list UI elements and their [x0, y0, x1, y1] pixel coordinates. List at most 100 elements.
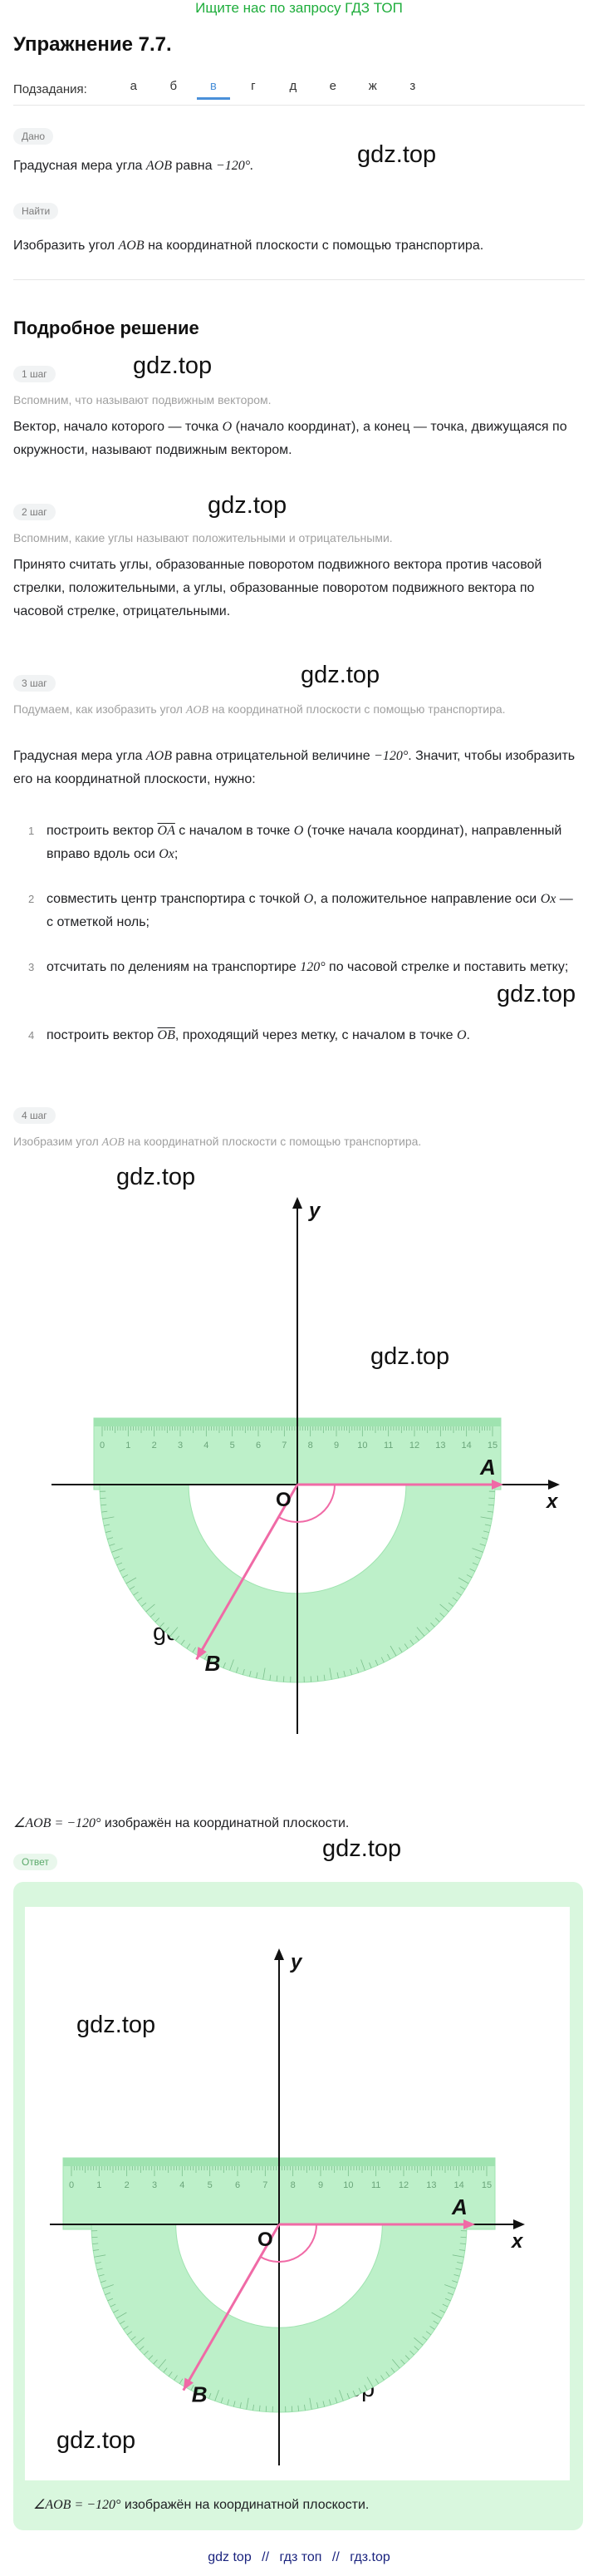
protractor-tick [390, 1645, 397, 1657]
protractor-tick [444, 2284, 456, 2289]
protractor-tick [434, 1618, 440, 1623]
ruler-tick-label: 7 [282, 1441, 287, 1451]
origin-label: O [276, 1489, 292, 1511]
protractor-tick [214, 2390, 219, 2401]
protractor-tick [110, 2303, 116, 2308]
protractor-tick [229, 1659, 234, 1671]
protractor-tick [104, 1524, 110, 1526]
protractor-tick [114, 1556, 120, 1559]
find-text: Изобразить угол AOB на координатной плос… [13, 239, 484, 253]
answer-chip: Ответ [13, 1854, 57, 1870]
tab-a[interactable]: а [130, 79, 137, 93]
protractor-tick [360, 1659, 365, 1671]
protractor-tick [102, 2284, 114, 2289]
ruler-tick-label: 8 [308, 1441, 313, 1451]
conclusion-text: ∠AOB = −120° изображён на координатной п… [13, 1816, 350, 1830]
tab-v[interactable]: в [194, 78, 233, 100]
protractor-tick [137, 1597, 143, 1602]
step3-list-item: 3 отсчитать по делениям на транспортире … [28, 960, 569, 974]
protractor-tick [366, 2377, 374, 2387]
ruler-tick-label: 9 [318, 2180, 323, 2190]
protractor-tick [339, 2390, 344, 2401]
protractor-tick [452, 2280, 458, 2283]
protractor-tick [472, 1562, 478, 1566]
protractor-tick [227, 2399, 230, 2406]
protractor-tick [139, 2346, 145, 2351]
protractor-tick [252, 2404, 254, 2411]
protractor-tick [409, 2350, 414, 2356]
subtasks-bar: Подзадания: а б в г д е ж з [13, 78, 433, 100]
footer-link[interactable]: gdz top [208, 2550, 252, 2564]
protractor-tick [269, 1674, 272, 1681]
protractor-tick [452, 2254, 464, 2258]
protractor-tick [144, 2350, 149, 2356]
x-axis-label: x [545, 1490, 559, 1513]
tab-zh[interactable]: ж [368, 79, 377, 93]
footer-link[interactable]: гдз.top [350, 2550, 390, 2564]
watermark: gdz.top [208, 492, 287, 519]
protractor-tick [414, 2346, 419, 2351]
ruler-tick-label: 13 [435, 1441, 445, 1451]
protractor-tick [129, 1586, 135, 1590]
protractor-tick [409, 1639, 414, 1645]
tab-d[interactable]: д [289, 79, 297, 93]
tab-g[interactable]: г [251, 79, 256, 93]
protractor-tick [456, 1591, 462, 1596]
ruler-tick-label: 12 [409, 1441, 419, 1451]
protractor-tick [126, 2331, 133, 2336]
ruler-tick-label: 1 [96, 2180, 101, 2190]
protractor-tick [328, 2399, 331, 2406]
protractor-tick [93, 2249, 100, 2251]
protractor-tick [107, 1537, 114, 1539]
protractor-tick [453, 2273, 460, 2277]
protractor-tick [123, 2326, 129, 2330]
watermark: gdz.top [357, 141, 437, 168]
footer-link[interactable]: гдз топ [279, 2550, 322, 2564]
tab-e[interactable]: е [329, 79, 336, 93]
y-axis-arrow [292, 1197, 302, 1209]
ruler-tick-label: 0 [100, 1441, 105, 1451]
vector-ob [195, 1484, 299, 1660]
protractor-tick [472, 1548, 483, 1553]
point-a-label: A [451, 2194, 468, 2219]
protractor-tick [141, 1602, 147, 1607]
step4-chip: 4 шаг [13, 1107, 56, 1124]
protractor-tick [133, 1591, 139, 1596]
x-axis-arrow [513, 2219, 525, 2229]
protractor-tick [439, 1613, 445, 1618]
vector-ob-arrow [196, 1647, 207, 1660]
protractor-tick [210, 1657, 214, 1663]
protractor-tick [107, 2298, 114, 2302]
tab-z[interactable]: з [409, 79, 416, 93]
top-banner[interactable]: Ищите нас по запросу ГДЗ ТОП [195, 0, 403, 16]
ruler-tick-label: 9 [334, 1441, 339, 1451]
protractor-tick [455, 2268, 462, 2271]
ruler-tick-label: 7 [262, 2180, 267, 2190]
ruler-tick-label: 13 [426, 2180, 436, 2190]
protractor-tick [169, 1627, 179, 1637]
page-title: Упражнение 7.7. [13, 33, 172, 56]
protractor-tick [458, 1577, 469, 1584]
protractor-tick [203, 1653, 208, 1660]
protractor-tick [236, 1667, 238, 1673]
y-axis-arrow [274, 1948, 284, 1960]
protractor-tick [448, 1602, 453, 1607]
protractor-tick [125, 1577, 137, 1584]
protractor-tick [459, 1586, 466, 1590]
protractor-tick [120, 2320, 125, 2325]
protractor-tick [458, 2249, 465, 2251]
protractor-tick [179, 2378, 184, 2384]
tab-b[interactable]: б [169, 79, 178, 93]
protractor-tick [246, 2397, 249, 2410]
ruler-tick-label: 4 [179, 2180, 184, 2190]
ruler-tick-label: 5 [230, 1441, 235, 1451]
ruler-tick-label: 6 [235, 2180, 240, 2190]
protractor-tick [168, 2371, 173, 2377]
protractor-tick [186, 1643, 191, 1649]
protractor-tick [431, 2312, 442, 2319]
divider [13, 105, 585, 106]
watermark: gdz.top [497, 981, 576, 1007]
protractor-tick [180, 1639, 185, 1645]
protractor-tick [414, 2337, 424, 2346]
protractor-tick [163, 2367, 168, 2373]
